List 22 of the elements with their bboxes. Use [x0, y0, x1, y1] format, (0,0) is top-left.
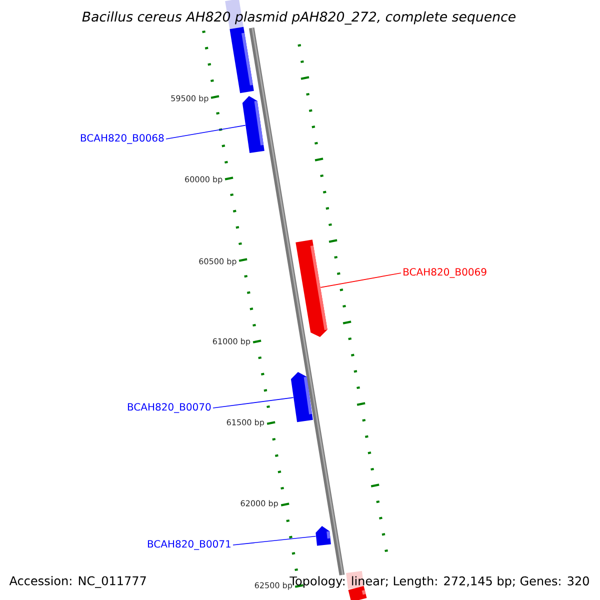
summary-text: Topology: linear; Length: 272,145 bp; Genes: 320: [290, 576, 589, 588]
gene-label: BCAH820_B0070: [128, 403, 211, 413]
tick-label: 60000 bp: [185, 176, 222, 184]
gene-arrow: [316, 526, 331, 546]
gene-label: BCAH820_B0068: [80, 134, 164, 144]
tick-label: 59500 bp: [171, 95, 208, 103]
tick-label: 61000 bp: [212, 338, 250, 346]
tick-label: 62500 bp: [254, 582, 292, 590]
gene-arrow: [290, 372, 313, 422]
leader-line: [212, 397, 294, 408]
gene-label: BCAH820_B0071: [148, 540, 230, 550]
gene-arrow: [242, 96, 264, 154]
tick-label: 60500 bp: [199, 258, 236, 266]
title: Bacillus cereus AH820 plasmid pAH820_272, complete sequence: [82, 11, 516, 25]
gene-arrow: [296, 240, 328, 337]
gene-label: BCAH820_B0069: [404, 268, 486, 278]
tick-label: 61500 bp: [226, 419, 264, 427]
leader-line: [320, 272, 402, 288]
tick-label: 62000 bp: [240, 500, 278, 508]
leader-line: [166, 124, 246, 140]
leader-line: [232, 536, 316, 546]
accession-text: Accession: NC_011777: [9, 576, 146, 588]
